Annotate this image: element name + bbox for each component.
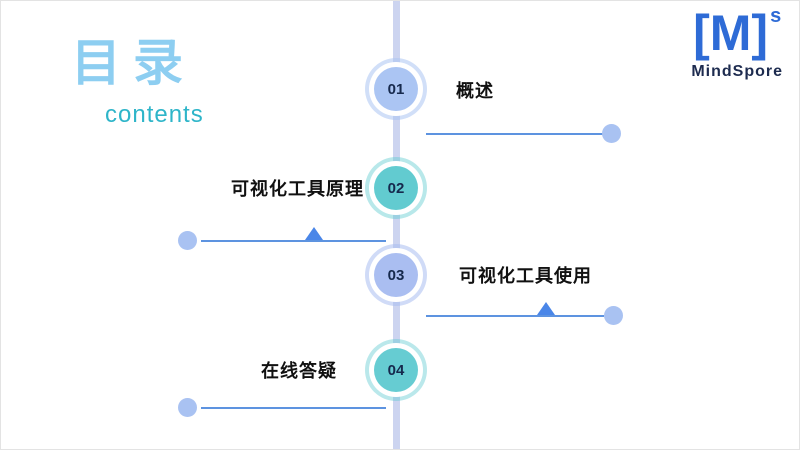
connector-dot-03 <box>604 306 623 325</box>
node-number: 01 <box>387 80 405 98</box>
page-title: 目录 <box>71 35 195 91</box>
timeline-vertical-line <box>393 1 400 449</box>
node-number: 04 <box>387 361 405 379</box>
timeline-label-01: 概述 <box>456 81 494 101</box>
connector-line-04 <box>201 407 386 409</box>
node-number: 03 <box>387 266 405 284</box>
mindspore-logo-icon: [M]s <box>691 5 783 61</box>
timeline-label-02: 可视化工具原理 <box>231 179 364 199</box>
timeline-node-04: 04 <box>374 348 418 392</box>
triangle-marker-icon <box>305 227 323 240</box>
timeline-node-03: 03 <box>374 253 418 297</box>
logo-wordmark: MindSpore <box>691 63 783 80</box>
timeline-node-02: 02 <box>374 166 418 210</box>
logo-superscript: s <box>770 5 782 27</box>
connector-dot-04 <box>178 398 197 417</box>
timeline-label-03: 可视化工具使用 <box>459 266 592 286</box>
connector-dot-02 <box>178 231 197 250</box>
connector-line-03 <box>426 315 604 317</box>
timeline-label-04: 在线答疑 <box>261 361 337 381</box>
connector-dot-01 <box>602 124 621 143</box>
connector-line-02 <box>201 240 386 242</box>
logo-bracket-m: [M] <box>693 5 769 61</box>
node-number: 02 <box>387 179 405 197</box>
timeline-node-01: 01 <box>374 67 418 111</box>
connector-line-01 <box>426 133 604 135</box>
page-subtitle: contents <box>105 101 204 128</box>
mindspore-logo: [M]s MindSpore <box>691 5 783 81</box>
triangle-marker-icon <box>537 302 555 315</box>
